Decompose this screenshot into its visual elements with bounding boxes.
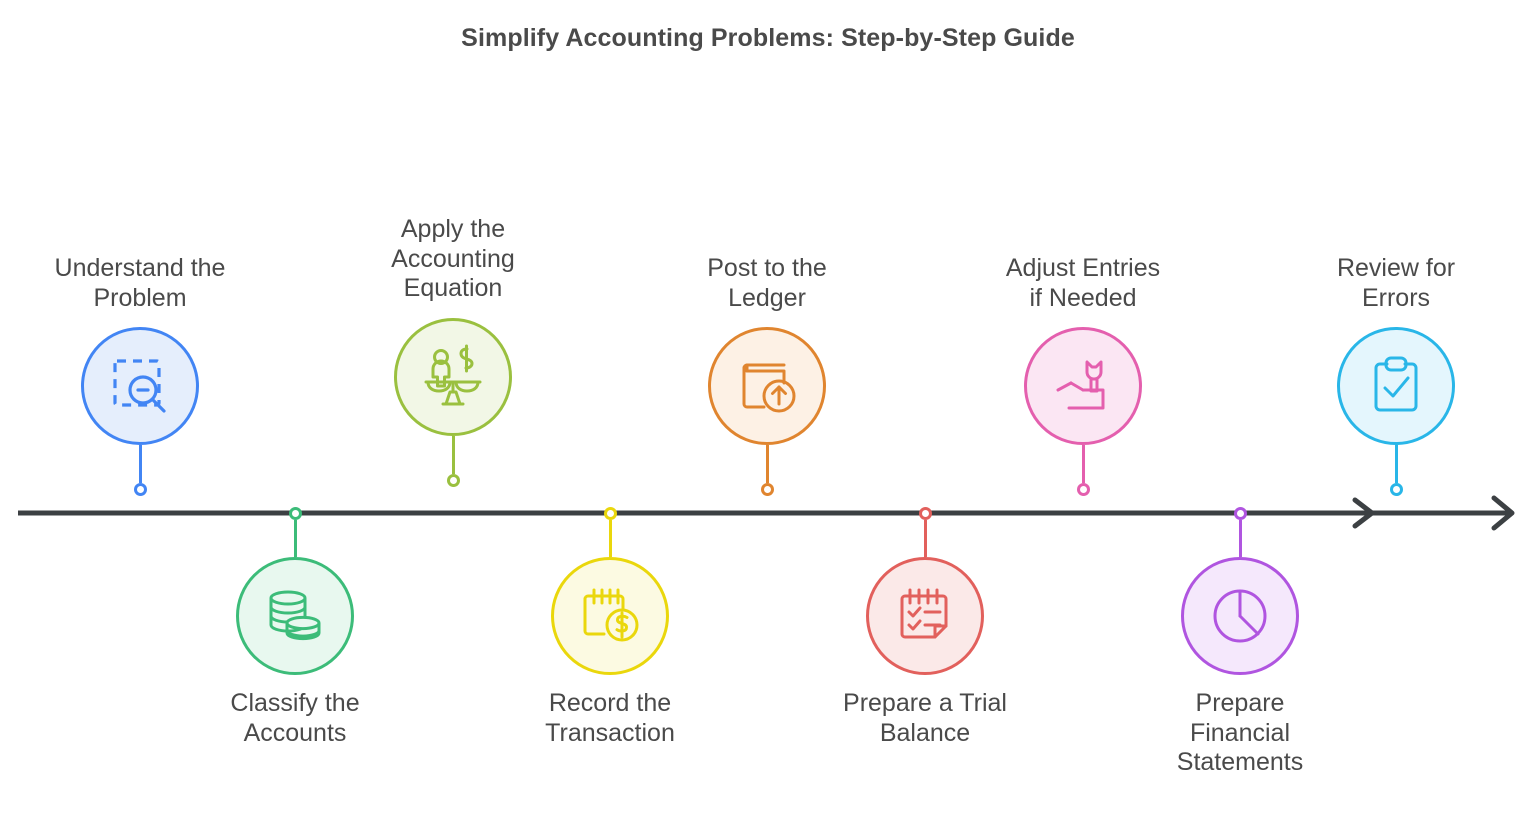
step-5-node-dot[interactable] — [760, 483, 774, 496]
step-3-icon-bubble[interactable] — [394, 317, 512, 436]
book-upload-arrow-icon — [742, 363, 796, 413]
balance-scale-person-dollar-icon — [424, 344, 482, 405]
step-3-label: Apply the Accounting Equation — [391, 215, 515, 302]
step-5-label: Post to the Ledger — [707, 254, 827, 312]
step-3-stem — [451, 435, 455, 474]
step-5-icon-bubble[interactable] — [708, 327, 826, 445]
timeline-step-4[interactable]: Record the Transaction — [495, 507, 725, 748]
step-2-icon-bubble[interactable] — [236, 557, 354, 675]
step-8-label: Prepare Financial Statements — [1176, 689, 1304, 776]
magnifier-in-dashed-frame-icon — [113, 359, 166, 413]
timeline-step-3[interactable]: Apply the Accounting Equation — [338, 215, 568, 487]
timeline-step-8[interactable]: Prepare Financial Statements — [1125, 507, 1355, 778]
step-6-icon-bubble[interactable] — [866, 557, 984, 675]
step-2-node-dot[interactable] — [288, 507, 302, 520]
step-9-icon-bubble[interactable] — [1337, 327, 1455, 445]
step-4-label: Record the Transaction — [545, 689, 675, 747]
timeline-step-5[interactable]: Post to the Ledger — [652, 254, 882, 496]
pie-chart-icon — [1213, 589, 1267, 643]
coin-stacks-icon — [269, 590, 321, 641]
step-3-node-dot[interactable] — [446, 473, 460, 487]
notepad-dollar-coin-icon — [583, 588, 639, 642]
step-6-label: Prepare a Trial Balance — [843, 689, 1007, 747]
timeline-step-9[interactable]: Review for Errors — [1281, 254, 1511, 496]
step-1-node-dot[interactable] — [133, 483, 147, 496]
step-7-node-dot[interactable] — [1076, 483, 1090, 496]
step-1-label: Understand the Problem — [54, 254, 226, 312]
page-title: Simplify Accounting Problems: Step-by-St… — [461, 24, 1075, 52]
timeline-step-1[interactable]: Understand the Problem — [25, 254, 255, 496]
hand-wrench-icon — [1056, 360, 1105, 410]
step-8-icon-bubble[interactable] — [1181, 557, 1299, 675]
step-8-stem — [1238, 520, 1242, 557]
step-4-node-dot[interactable] — [603, 507, 617, 520]
clipboard-check-icon — [1374, 356, 1418, 412]
step-7-icon-bubble[interactable] — [1024, 327, 1142, 445]
step-9-stem — [1394, 445, 1398, 483]
step-1-stem — [138, 445, 142, 483]
step-6-node-dot[interactable] — [918, 507, 932, 520]
step-7-label: Adjust Entries if Needed — [1005, 254, 1161, 312]
step-9-node-dot[interactable] — [1389, 483, 1403, 496]
step-4-stem — [608, 520, 612, 557]
step-2-stem — [293, 520, 297, 557]
timeline-step-7[interactable]: Adjust Entries if Needed — [968, 254, 1198, 496]
step-2-label: Classify the Accounts — [230, 689, 360, 747]
step-8-node-dot[interactable] — [1233, 507, 1247, 520]
checklist-notepad-icon — [900, 588, 948, 639]
step-5-stem — [765, 445, 769, 483]
step-7-stem — [1081, 445, 1085, 483]
step-4-icon-bubble[interactable] — [551, 557, 669, 675]
step-1-icon-bubble[interactable] — [81, 327, 199, 445]
timeline-step-6[interactable]: Prepare a Trial Balance — [810, 507, 1040, 748]
timeline-step-2[interactable]: Classify the Accounts — [180, 507, 410, 748]
step-6-stem — [923, 520, 927, 557]
step-9-label: Review for Errors — [1336, 254, 1456, 312]
